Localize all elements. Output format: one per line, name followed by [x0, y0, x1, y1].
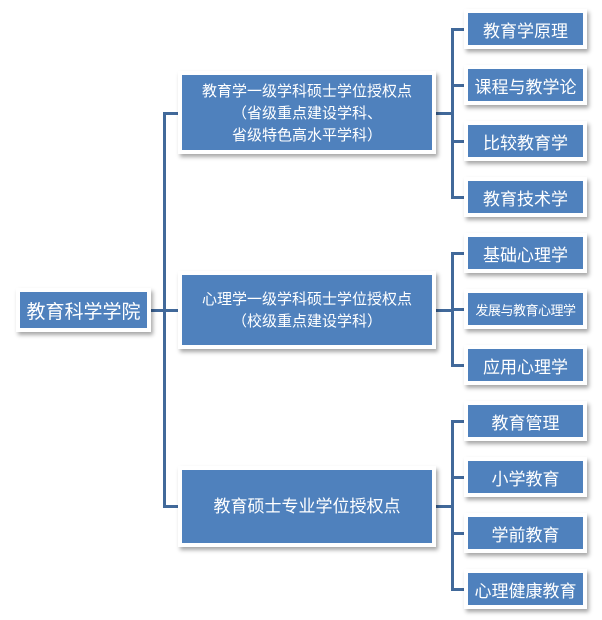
connector	[163, 309, 179, 312]
leaf-node: 小学教育	[464, 457, 587, 497]
leaf-node: 课程与教学论	[464, 65, 587, 105]
connector	[451, 84, 465, 87]
connector	[451, 28, 465, 31]
connector	[436, 112, 453, 115]
connector	[451, 588, 465, 591]
connector	[451, 252, 465, 255]
leaf-node: 学前教育	[464, 513, 587, 553]
connector	[436, 309, 453, 312]
leaf-node: 基础心理学	[464, 233, 587, 273]
group-node-professional: 教育硕士专业学位授权点	[178, 466, 436, 547]
leaf-node: 比较教育学	[464, 121, 587, 161]
connector	[451, 196, 465, 199]
root-node: 教育科学学院	[16, 288, 151, 332]
group-node-education: 教育学一级学科硕士学位授权点 （省级重点建设学科、 省级特色高水平学科）	[178, 71, 436, 154]
connector	[451, 420, 454, 591]
connector	[451, 364, 465, 367]
connector	[151, 309, 165, 312]
connector	[451, 140, 465, 143]
connector	[163, 505, 179, 508]
leaf-node: 教育技术学	[464, 177, 587, 217]
connector	[436, 505, 453, 508]
leaf-node: 应用心理学	[464, 345, 587, 385]
leaf-node: 心理健康教育	[464, 569, 587, 609]
leaf-node: 发展与教育心理学	[464, 289, 587, 329]
connector	[163, 112, 179, 115]
connector	[451, 532, 465, 535]
connector	[451, 420, 465, 423]
leaf-node: 教育管理	[464, 401, 587, 441]
connector	[451, 308, 465, 311]
connector	[451, 28, 454, 199]
connector	[451, 476, 465, 479]
group-node-psychology: 心理学一级学科硕士学位授权点 （校级重点建设学科）	[178, 271, 436, 349]
leaf-node: 教育学原理	[464, 9, 587, 49]
